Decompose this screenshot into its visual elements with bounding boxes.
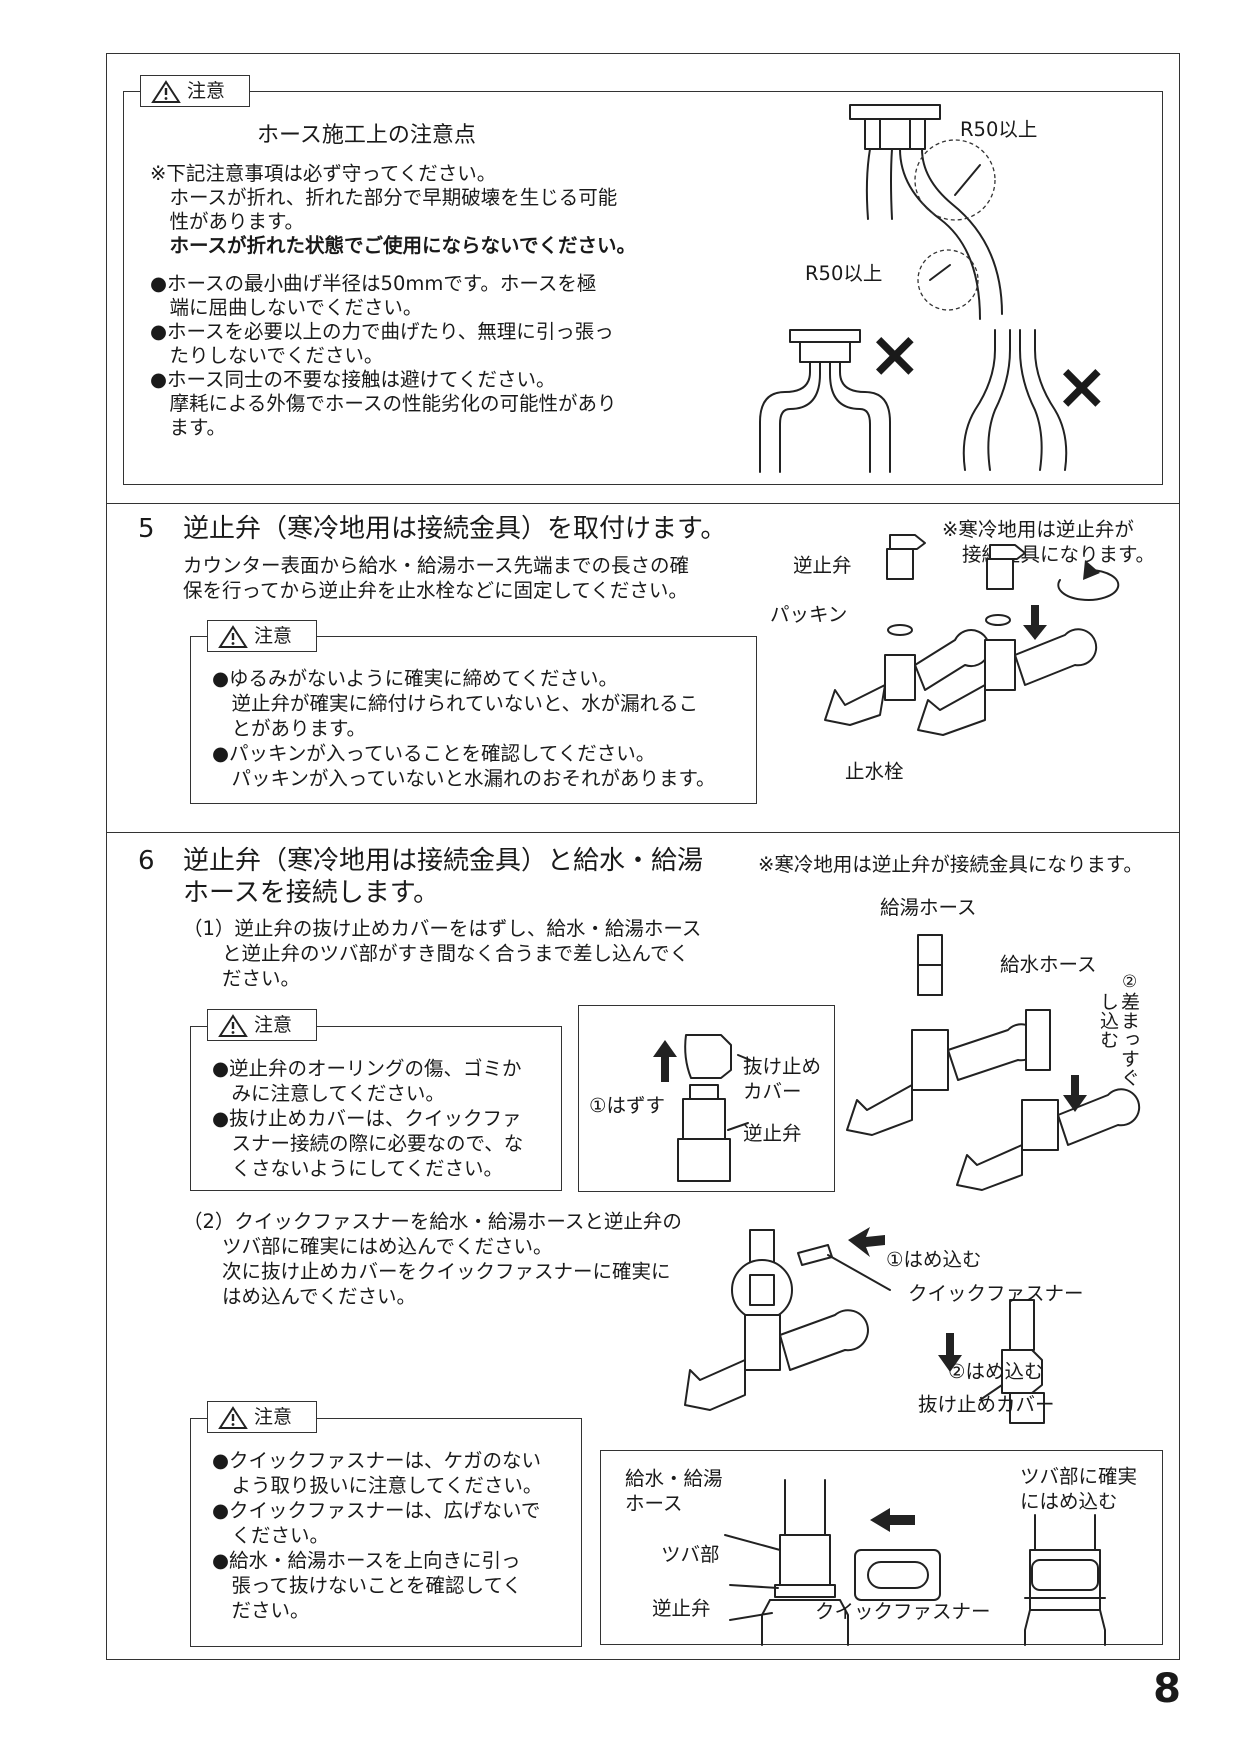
fastener-fit-illustration: [684, 1227, 1045, 1424]
label-fit: にはめ込む: [1020, 1490, 1118, 1513]
label-fastener: クイックファスナー: [815, 1600, 991, 1623]
step6-caution-box-2: [190, 1418, 582, 1647]
label-flange: ツバ部: [661, 1543, 720, 1566]
step6-note: ※寒冷地用は逆止弁が接続金具になります。: [758, 853, 1143, 876]
hose-bend-illustration: [849, 104, 1003, 320]
sub1-line: と逆止弁のツバ部がすき間なく合うまで差し込んでく: [183, 942, 690, 965]
hose-line-emphasis: ホースが折れた状態でご使用にならないでください。: [150, 234, 636, 257]
warning-icon: [151, 80, 181, 103]
caution-line: 張って抜けないことを確認してく: [212, 1574, 522, 1597]
label-hose: 給水・給湯: [625, 1467, 723, 1490]
label-cold-hose: 給水ホース: [1000, 953, 1097, 976]
hose-line: 摩耗による外傷でホースの性能劣化の可能性があり: [150, 392, 617, 415]
hose-line: ホースが折れ、折れた部分で早期破壊を生じる可能: [150, 186, 618, 209]
hose-line: たりしないでください。: [150, 344, 384, 367]
sub1-line: ださい。: [183, 967, 301, 990]
page-frame: [106, 53, 1180, 1660]
caution-tag: 注意: [207, 1009, 317, 1041]
section-divider: [106, 832, 1180, 833]
caution-line: ●給水・給湯ホースを上向きに引っ: [212, 1549, 521, 1572]
caution-line: ●クイックファスナーは、広げないで: [212, 1499, 541, 1522]
caution-line: スナー接続の際に必要なので、な: [212, 1132, 524, 1155]
caution-line: ●ゆるみがないように確実に締めてください。: [212, 667, 619, 690]
caution-line: ●クイックファスナーは、ケガのない: [212, 1449, 542, 1472]
label-check-valve: 逆止弁: [652, 1597, 711, 1620]
caution-line: とがあります。: [212, 717, 367, 740]
label-check-valve: 逆止弁: [793, 554, 852, 577]
step6-caution-box-1: [190, 1026, 562, 1191]
sub2-line: （2）クイックファスナーを給水・給湯ホースと逆止弁の: [183, 1210, 682, 1233]
hose-line: ●ホースを必要以上の力で曲げたり、無理に引っ張っ: [150, 320, 614, 343]
hose-line: ※下記注意事項は必ず守ってください。: [150, 162, 497, 185]
caution-line: ください。: [212, 1524, 330, 1547]
hose-line: 性があります。: [150, 210, 305, 233]
fastener-detail-inset: [600, 1450, 1163, 1645]
hose-line: 端に屈曲しないでください。: [150, 296, 423, 319]
sub1-line: （1）逆止弁の抜け止めカバーをはずし、給水・給湯ホース: [183, 917, 702, 940]
section-divider: [106, 503, 1180, 504]
step-number: 5: [138, 514, 155, 544]
warning-icon: [218, 1406, 248, 1429]
hose-line: ●ホースの最小曲げ半径は50mmです。ホースを極: [150, 272, 597, 295]
page-number: 8: [1153, 1666, 1181, 1712]
caution-line: ださい。: [212, 1599, 310, 1622]
label-cover: 抜け止めカバー: [918, 1393, 1055, 1416]
hose-line: ます。: [150, 416, 227, 439]
cover-removal-illustration: [653, 1034, 751, 1182]
caution-tag: 注意: [140, 75, 250, 107]
hose-contact-illustration: [962, 329, 1068, 471]
label-stopcock: 止水栓: [845, 760, 904, 783]
caution-line: ●抜け止めカバーは、クイックファ: [212, 1107, 522, 1130]
label-fit-2: ②はめ込む: [948, 1360, 1044, 1383]
hose-kink-illustration: [759, 329, 891, 473]
label-insert-number: ②: [1122, 972, 1138, 992]
label-packing: パッキン: [770, 603, 848, 626]
label-cover: 抜け止め: [743, 1055, 822, 1078]
label-fit-1: ①はめ込む: [886, 1248, 982, 1271]
caution-line: くさないようにしてください。: [212, 1157, 503, 1180]
sub2-line: 次に抜け止めカバーをクイックファスナーに確実に: [183, 1260, 671, 1283]
hose-connection-illustration: [846, 934, 1141, 1191]
step6-title: 逆止弁（寒冷地用は接続金具）と給水・給湯: [183, 846, 704, 876]
label-insert: 差まっすぐ: [1118, 992, 1140, 1087]
caution-line: 逆止弁が確実に締付けられていないと、水が漏れるこ: [212, 692, 699, 715]
label-insert: し込む: [1097, 992, 1119, 1049]
fastener-detail-illustration: [724, 1479, 1106, 1646]
sub2-line: ツバ部に確実にはめ込んでください。: [183, 1235, 553, 1258]
hose-line: ●ホース同士の不要な接触は避けてください。: [150, 368, 556, 391]
hose-title: ホース施工上の注意点: [257, 123, 476, 148]
label-hose: ホース: [625, 1492, 683, 1515]
label-fastener: クイックファスナー: [908, 1282, 1084, 1305]
caution-line: ●パッキンが入っていることを確認してください。: [212, 742, 656, 765]
step6-title: ホースを接続します。: [183, 878, 440, 908]
step5-desc: カウンター表面から給水・給湯ホース先端までの長さの確: [183, 554, 690, 577]
label-remove: ①はずす: [589, 1094, 665, 1117]
caution-line: ●逆止弁のオーリングの傷、ゴミか: [212, 1057, 522, 1080]
ng-mark: ×: [1055, 350, 1109, 424]
step5-note: ※寒冷地用は逆止弁が: [942, 518, 1134, 541]
label-hot-hose: 給湯ホース: [880, 896, 977, 919]
label-fit: ツバ部に確実: [1020, 1465, 1138, 1488]
sub2-line: はめ込んでください。: [183, 1285, 417, 1308]
caution-line: よう取り扱いに注意してください。: [212, 1474, 543, 1497]
radius-label: R50以上: [805, 262, 883, 285]
ng-mark: ×: [868, 318, 922, 392]
step5-title: 逆止弁（寒冷地用は接続金具）を取付けます。: [183, 514, 727, 544]
step5-caution-box: [190, 636, 757, 804]
caution-line: みに注意してください。: [212, 1082, 445, 1105]
hose-caution-box: [123, 91, 1163, 485]
step-number: 6: [138, 846, 155, 876]
step5-desc: 保を行ってから逆止弁を止水栓などに固定してください。: [183, 579, 688, 602]
radius-label: R50以上: [960, 118, 1038, 141]
caution-tag: 注意: [207, 620, 317, 652]
caution-line: パッキンが入っていないと水漏れのおそれがあります。: [212, 767, 716, 790]
label-cover: カバー: [743, 1080, 802, 1103]
check-valve-install-illustration: [824, 534, 1120, 736]
caution-tag: 注意: [207, 1401, 317, 1433]
warning-icon: [218, 1014, 248, 1037]
warning-icon: [218, 625, 248, 648]
label-check-valve: 逆止弁: [743, 1122, 802, 1145]
